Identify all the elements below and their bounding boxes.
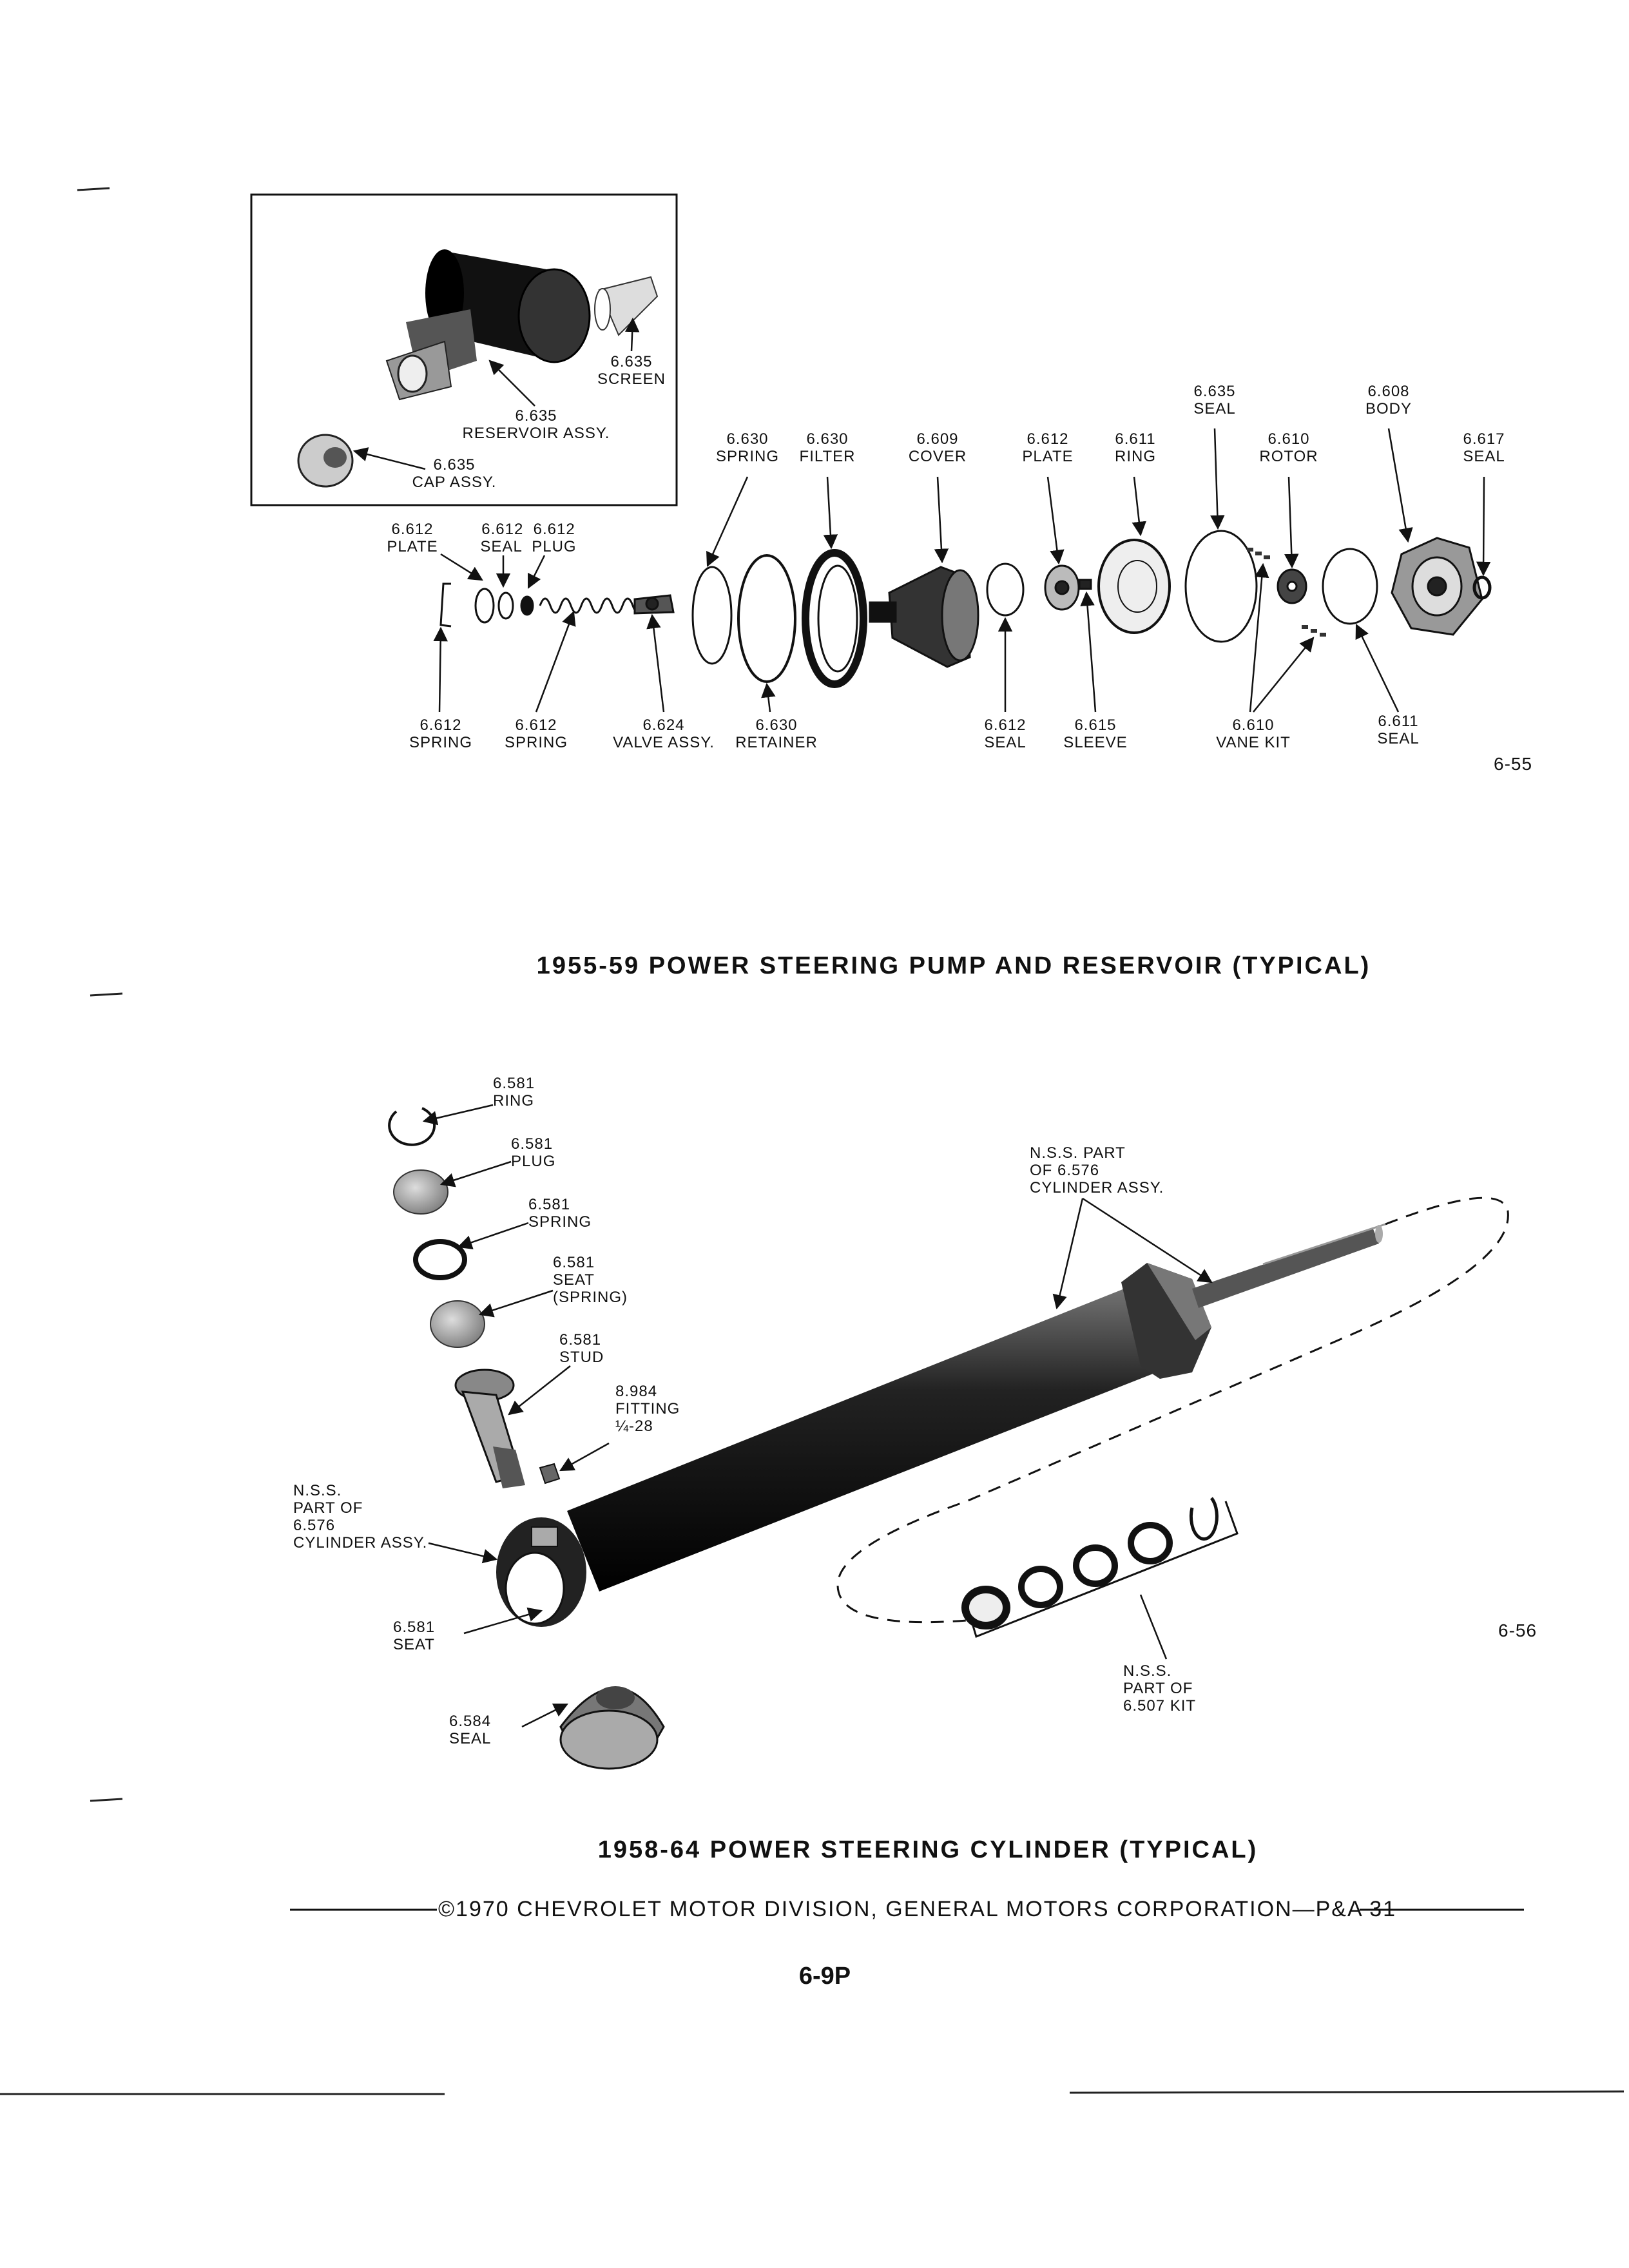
label-screen: 6.635 SCREEN <box>597 353 666 388</box>
boot-seal <box>559 1686 665 1770</box>
label-seat-581: 6.581 SEAT <box>393 1619 436 1653</box>
copyright-footer: ©1970 CHEVROLET MOTOR DIVISION, GENERAL … <box>438 1897 1397 1921</box>
pump-leader-lines <box>433 428 1491 713</box>
label-filter: 6.630 FILTER <box>799 430 856 465</box>
figure-caption-top: 1955-59 POWER STEERING PUMP AND RESERVOI… <box>536 952 1371 979</box>
stud <box>454 1369 525 1488</box>
seal-kit <box>961 1497 1239 1638</box>
label-plate-left: 6.612 PLATE <box>387 521 438 555</box>
figure-number-top: 6-55 <box>1494 754 1533 774</box>
cylinder-leader-lines <box>422 1104 1213 1728</box>
label-valve-assy: 6.624 VALVE ASSY. <box>613 716 715 751</box>
label-reservoir-assy: 6.635 RESERVOIR ASSY. <box>462 407 610 442</box>
label-rotor: 6.610 ROTOR <box>1259 430 1318 465</box>
label-plate-right: 6.612 PLATE <box>1022 430 1074 465</box>
figure-caption-bottom: 1958-64 POWER STEERING CYLINDER (TYPICAL… <box>597 1836 1258 1863</box>
label-cap-assy: 6.635 CAP ASSY. <box>412 456 497 491</box>
reservoir-assembly <box>385 249 591 401</box>
cylinder-tube <box>496 1223 1386 1627</box>
margin-marks <box>0 187 1624 2095</box>
label-seal-611: 6.611 SEAL <box>1377 713 1420 747</box>
label-seal-plug: 6.612 6.612 SEAL PLUG <box>480 521 577 555</box>
label-retainer: 6.630 RETAINER <box>735 716 818 751</box>
pump-body <box>1391 537 1483 636</box>
label-ring-581: 6.581 RING <box>493 1075 535 1110</box>
pump-cover <box>869 566 979 668</box>
label-seal-584: 6.584 SEAL <box>449 1713 492 1747</box>
cap-assembly <box>297 434 354 488</box>
reservoir-inset <box>250 193 678 506</box>
label-body: 6.608 BODY <box>1365 383 1412 418</box>
screen <box>594 276 659 336</box>
figure-number-bottom: 6-56 <box>1498 1620 1537 1640</box>
label-seal-617: 6.617 SEAL <box>1463 430 1505 465</box>
label-nss-kit: N.S.S. PART OF 6.507 KIT <box>1123 1662 1197 1715</box>
page-number: 6-9P <box>798 1963 851 1990</box>
label-spring-581: 6.581 SPRING <box>528 1196 592 1231</box>
label-seat-spring: 6.581 SEAT (SPRING) <box>553 1254 628 1306</box>
label-spring-630: 6.630 SPRING <box>715 430 780 465</box>
label-plug-581: 6.581 PLUG <box>511 1135 556 1170</box>
cylinder-parts <box>388 1107 1509 1770</box>
label-seal-612: 6.612 SEAL <box>984 716 1027 751</box>
label-stud: 6.581 STUD <box>559 1331 604 1366</box>
label-vane-kit: 6.610 VANE KIT <box>1216 716 1291 751</box>
label-nss-cylinder-left: N.S.S. PART OF 6.576 CYLINDER ASSY. <box>293 1482 428 1552</box>
label-ring-611: 6.611 RING <box>1115 430 1156 465</box>
label-nss-cylinder-top: N.S.S. PART OF 6.576 CYLINDER ASSY. <box>1030 1144 1164 1196</box>
label-spring-612a: 6.612 SPRING <box>409 716 473 751</box>
label-spring-612b: 6.612 SPRING <box>504 716 568 751</box>
label-cover: 6.609 COVER <box>908 430 967 465</box>
label-sleeve: 6.615 SLEEVE <box>1063 716 1128 751</box>
label-fitting: 8.984 FITTING ¼-28 <box>615 1383 680 1435</box>
label-seal-635: 6.635 SEAL <box>1193 383 1236 418</box>
pump-parts <box>439 530 1492 688</box>
